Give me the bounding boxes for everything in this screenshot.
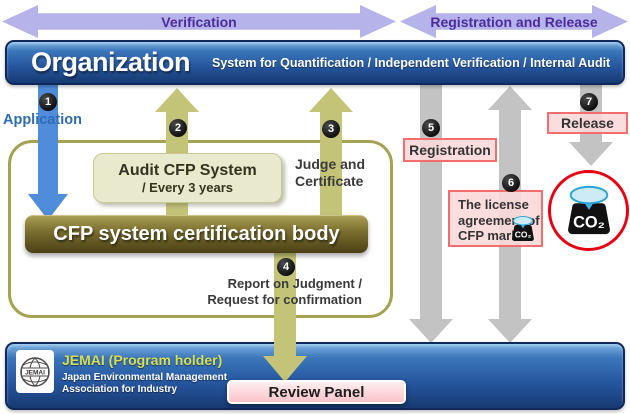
step-2-badge: 2 [169,119,187,137]
jemai-text-block: JEMAI (Program holder) Japan Environment… [62,352,227,396]
jemai-title: JEMAI (Program holder) [62,352,223,368]
certification-body-bar: CFP system certification body [25,215,368,253]
jemai-logo: JEMAI [16,350,54,393]
certification-scope-border [8,140,393,318]
license-label-line1: The license [458,197,529,212]
release-box: Release [547,112,628,134]
registration-release-phase-label: Registration and Release [430,13,598,30]
registration-box: Registration [403,138,497,162]
cfp-mark-small-icon: CO₂ [512,216,534,241]
release-label: Release [561,115,614,131]
verification-phase-arrow: Verification [2,5,396,38]
review-panel-box: Review Panel [227,380,406,404]
step-4-badge: 4 [277,258,295,276]
cfp-mark-icon: CO₂ [567,185,610,234]
license-agreement-box: The license agreement of CFP mark CO₂ [448,190,543,247]
jemai-org-line2: Association for Industry [62,384,178,395]
report-label-line1: Report on Judgment / [227,276,362,291]
step-5-badge: 5 [422,119,440,137]
organization-title: Organization [31,47,191,77]
verification-phase-label: Verification [161,13,237,30]
jemai-emblem-icon: JEMAI [20,356,50,387]
svg-text:CO₂: CO₂ [515,230,532,240]
registration-label: Registration [409,142,491,158]
license-label-line3: CFP mark [458,228,519,243]
audit-box-title: Audit CFP System [118,161,257,179]
judge-label-line1: Judge and [295,156,366,172]
certification-body-label: CFP system certification body [53,223,340,245]
cfp-mark-circle: CO₂ [548,170,629,251]
registration-release-phase-arrow: Registration and Release [400,5,628,38]
judge-label-line2: Certificate [295,173,364,189]
svg-text:CO₂: CO₂ [573,213,605,231]
step-6-badge: 6 [502,174,520,192]
audit-box-subtitle: / Every 3 years [141,179,234,195]
report-judgment-label: Report on Judgment / Request for confirm… [198,276,362,308]
step-3-badge: 3 [322,120,340,138]
audit-cfp-system-box: Audit CFP System / Every 3 years [93,153,282,203]
application-label: Application [3,112,82,128]
report-label-line2: Request for confirmation [207,292,362,307]
step-7-badge: 7 [580,93,598,111]
jemai-org-line1: Japan Environmental Management [62,372,228,383]
step-1-badge: 1 [39,93,57,111]
organization-subtitle: System for Quantification / Independent … [212,55,611,70]
review-panel-label: Review Panel [268,383,365,401]
svg-text:JEMAI: JEMAI [25,369,45,376]
judge-certificate-label: Judge and Certificate [295,156,365,190]
organization-bar: Organization System for Quantification /… [5,40,625,85]
